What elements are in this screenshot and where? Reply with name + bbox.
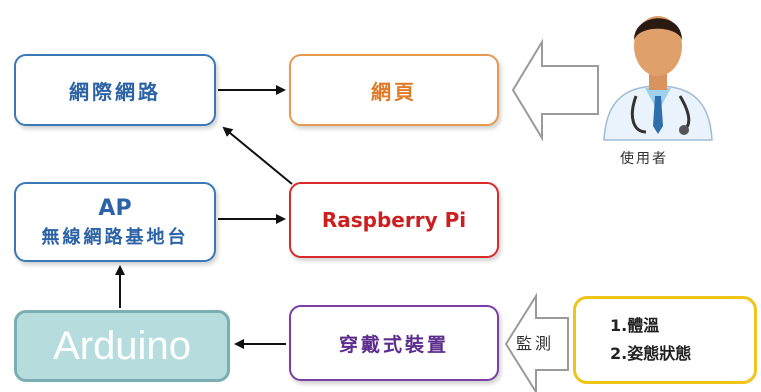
user-label: 使用者 xyxy=(620,151,668,167)
user-access-arrow-icon xyxy=(511,38,599,142)
ap-node: AP 無線網路基地台 xyxy=(14,182,216,262)
measurement-item: 2.姿態狀態 xyxy=(610,344,692,363)
ap-title: AP xyxy=(98,195,132,221)
monitor-arrow-icon xyxy=(504,292,569,392)
ap-subtitle: 無線網路基地台 xyxy=(41,226,189,248)
arrow-rpi-to-internet xyxy=(222,126,293,185)
measurement-item: 1.體溫 xyxy=(610,316,660,335)
measurement-list: 1.體溫 2.姿態狀態 xyxy=(573,296,757,384)
arduino-label: Arduino xyxy=(53,323,191,368)
monitor-label: 監測 xyxy=(516,334,555,353)
internet-label: 網際網路 xyxy=(69,79,161,104)
doctor-user-icon xyxy=(603,16,713,141)
raspberry-pi-label: Raspberry Pi xyxy=(321,208,467,232)
webpage-node: 網頁 xyxy=(289,54,499,126)
wearable-device-label: 穿戴式裝置 xyxy=(338,333,449,356)
raspberry-pi-node: Raspberry Pi xyxy=(289,182,499,258)
webpage-label: 網頁 xyxy=(371,79,417,104)
internet-node: 網際網路 xyxy=(14,54,216,126)
arduino-node: Arduino xyxy=(14,310,230,382)
wearable-device-node: 穿戴式裝置 xyxy=(289,305,499,381)
